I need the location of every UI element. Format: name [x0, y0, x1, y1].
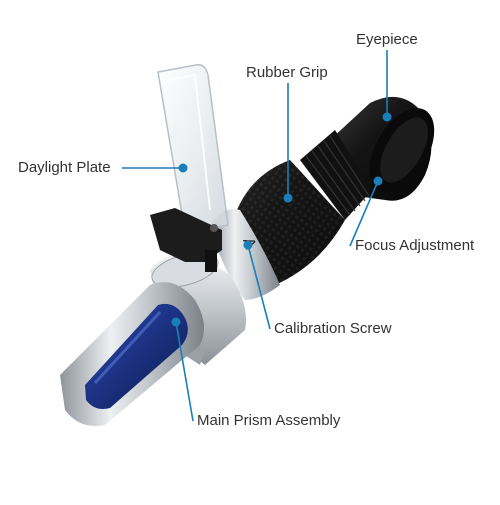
- callout-calibration-screw: [243, 240, 271, 330]
- label-daylight-plate: Daylight Plate: [18, 159, 111, 176]
- prism-arm-part: [60, 282, 204, 426]
- callout-eyepiece: [382, 50, 392, 122]
- daylight-plate-part: [150, 63, 229, 272]
- label-rubber-grip: Rubber Grip: [246, 64, 328, 81]
- label-main-prism-assembly: Main Prism Assembly: [197, 412, 341, 429]
- callout-rubber-grip: [283, 83, 293, 203]
- focus-ring-part: [300, 130, 372, 220]
- label-eyepiece: Eyepiece: [356, 31, 418, 48]
- callout-daylight-plate: [122, 163, 188, 173]
- callout-focus-adjustment: [349, 176, 383, 247]
- callout-main-prism: [171, 317, 194, 422]
- label-calibration-screw: Calibration Screw: [274, 320, 392, 337]
- callouts: [122, 50, 392, 422]
- label-focus-adjustment: Focus Adjustment: [355, 237, 475, 254]
